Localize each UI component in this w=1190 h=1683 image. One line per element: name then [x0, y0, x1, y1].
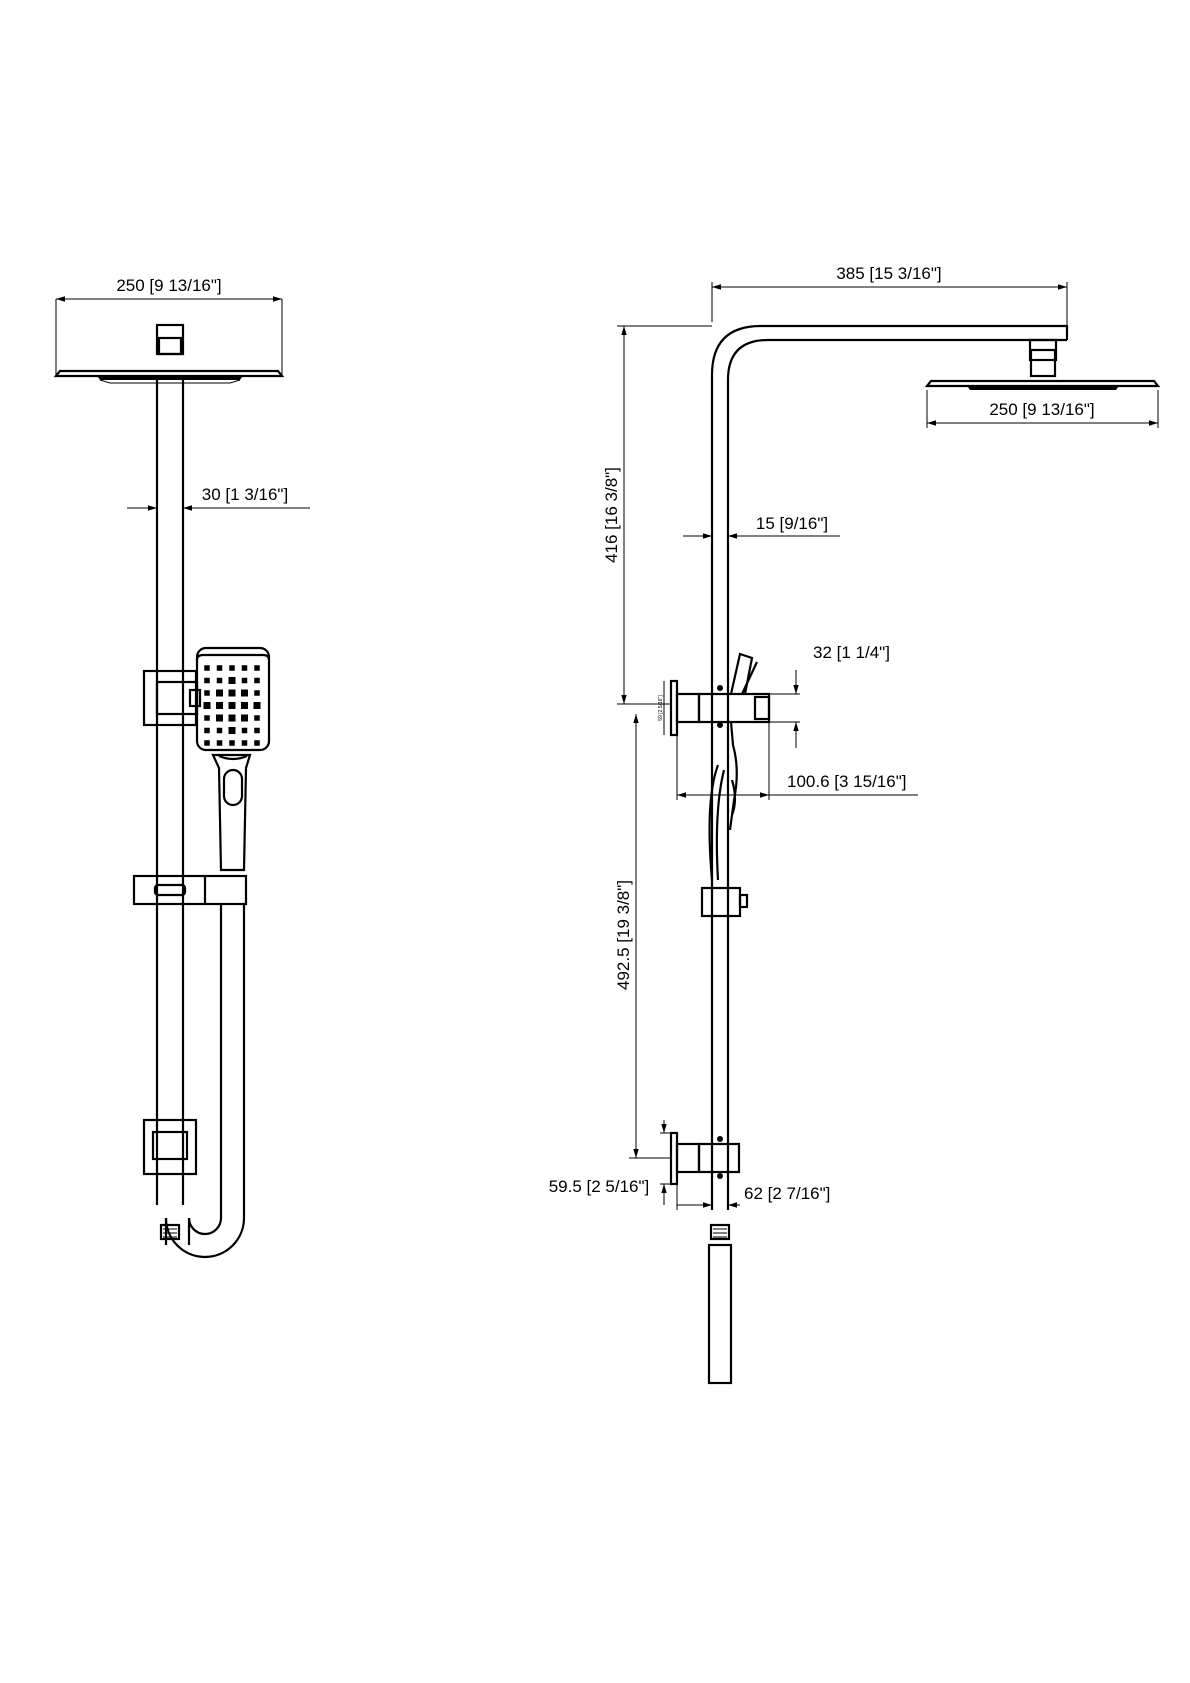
nozzle	[204, 690, 210, 696]
front-pipe-diameter-label: 30 [1 3/16"]	[202, 485, 288, 504]
side-pipe-offset-dimension: 15 [9/16"]	[683, 514, 840, 539]
nozzle	[216, 727, 223, 734]
front-view: 250 [9 13/16"] 30 [1 3/16"]	[53, 276, 310, 1259]
side-slider-holder	[700, 886, 749, 918]
nozzle	[254, 690, 260, 696]
nozzle	[254, 715, 260, 721]
nozzle	[241, 702, 248, 709]
side-hand-shower	[708, 721, 738, 881]
side-wall-plate-dimension: 59.5 [2 5/16"]	[549, 1120, 671, 1205]
hand-shower-nozzles	[203, 665, 261, 746]
nozzle	[216, 665, 223, 671]
side-bracket-depth-dimension: 100.6 [3 15/16"]	[676, 722, 918, 800]
nozzle	[204, 665, 210, 671]
nozzle	[254, 727, 260, 734]
side-shower-head	[924, 338, 1161, 390]
side-arm-reach-label: 385 [15 3/16"]	[836, 264, 941, 283]
side-arm-reach-dimension: 385 [15 3/16"]	[711, 264, 1068, 330]
side-upper-bracket	[669, 652, 771, 737]
side-wall-plate-label: 59.5 [2 5/16"]	[549, 1177, 650, 1196]
nozzle	[241, 727, 248, 734]
front-pipe-diameter-dimension: 30 [1 3/16"]	[127, 485, 310, 511]
nozzle	[241, 740, 248, 746]
nozzle	[216, 689, 223, 697]
side-lower-depth-dimension: 62 [2 7/16"]	[676, 1184, 830, 1210]
nozzle	[228, 727, 236, 734]
nozzle	[216, 677, 223, 684]
side-bottom-connector	[707, 1223, 733, 1385]
front-slider-holder	[132, 874, 248, 906]
nozzle	[229, 665, 235, 671]
nozzle	[228, 677, 236, 684]
side-lower-depth-label: 62 [2 7/16"]	[744, 1184, 830, 1203]
nozzle	[216, 714, 223, 722]
side-head-width-label: 250 [9 13/16"]	[989, 400, 1094, 419]
front-lower-bracket	[142, 1118, 198, 1176]
front-upper-bracket	[142, 669, 202, 727]
nozzle	[254, 677, 260, 684]
side-bracket-depth-label: 100.6 [3 15/16"]	[787, 772, 906, 791]
nozzle	[216, 702, 223, 709]
side-upper-height-label: 416 [16 3/8"]	[602, 467, 621, 563]
side-bracket-height-label: 32 [1 1/4"]	[813, 643, 890, 662]
nozzle	[253, 702, 261, 709]
side-upper-height-dimension: 416 [16 3/8"]	[602, 325, 712, 705]
front-shower-head	[53, 323, 285, 384]
front-hose	[164, 904, 246, 1259]
front-riser-pipe	[155, 378, 185, 1205]
side-view: 385 [15 3/16"] 250 [9 13/16"] 416 [16 3/	[549, 264, 1161, 1385]
side-small-label: 59 [2 5/16"]	[658, 695, 664, 721]
side-lower-bracket	[669, 1131, 741, 1186]
side-small-dimension: 59 [2 5/16"]	[658, 681, 665, 735]
front-head-width-label: 250 [9 13/16"]	[116, 276, 221, 295]
nozzle	[228, 702, 236, 709]
side-riser-and-arm	[710, 324, 1069, 1210]
nozzle	[229, 740, 235, 746]
nozzle	[241, 714, 248, 722]
nozzle	[204, 740, 210, 746]
nozzle	[254, 665, 260, 671]
nozzle	[204, 727, 210, 734]
nozzle	[204, 677, 210, 684]
side-lower-height-dimension: 492.5 [19 3/8"]	[614, 714, 672, 1159]
side-lower-height-label: 492.5 [19 3/8"]	[614, 880, 633, 990]
nozzle	[228, 689, 236, 697]
side-bracket-height-dimension: 32 [1 1/4"]	[769, 643, 890, 748]
side-pipe-offset-label: 15 [9/16"]	[756, 514, 828, 533]
nozzle	[241, 689, 248, 697]
side-head-width-dimension: 250 [9 13/16"]	[926, 390, 1159, 428]
nozzle	[204, 715, 210, 721]
nozzle	[228, 714, 236, 722]
nozzle	[241, 665, 248, 671]
nozzle	[203, 702, 211, 709]
nozzle	[241, 677, 248, 684]
nozzle	[216, 740, 223, 746]
front-bottom-connector	[159, 1223, 181, 1241]
nozzle	[254, 740, 260, 746]
front-head-width-dimension: 250 [9 13/16"]	[55, 276, 283, 377]
front-hand-shower	[195, 646, 271, 872]
